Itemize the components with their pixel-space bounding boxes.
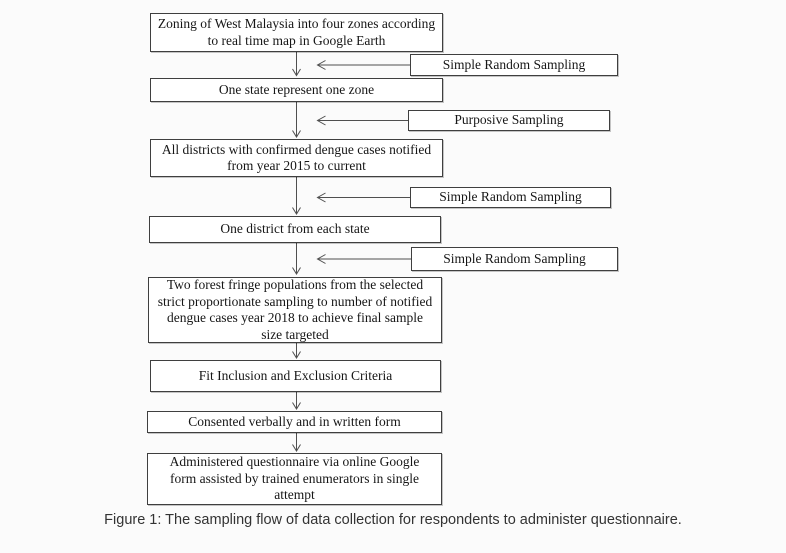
- side-node-purposive-sampling: Purposive Sampling: [408, 110, 610, 131]
- flow-node-consent: Consented verbally and in written form: [147, 411, 442, 433]
- left-arrow-simple-random-sampling-3: [316, 254, 411, 264]
- flow-node-one-district: One district from each state: [149, 216, 441, 243]
- side-node-simple-random-sampling-2: Simple Random Sampling: [410, 187, 611, 208]
- flow-node-one-state: One state represent one zone: [150, 78, 443, 102]
- down-arrow-7: [292, 433, 301, 452]
- flow-node-questionnaire: Administered questionnaire via online Go…: [147, 453, 442, 505]
- down-arrow-2: [292, 102, 301, 138]
- down-arrow-6: [292, 392, 301, 410]
- flow-node-zoning: Zoning of West Malaysia into four zones …: [150, 13, 443, 52]
- down-arrow-1: [292, 52, 301, 77]
- left-arrow-simple-random-sampling-2: [316, 192, 410, 203]
- left-arrow-purposive-sampling: [316, 115, 408, 126]
- flow-node-forest-fringe-populations: Two forest fringe populations from the s…: [148, 277, 442, 343]
- side-node-simple-random-sampling-3: Simple Random Sampling: [411, 247, 618, 271]
- flow-node-all-districts: All districts with confirmed dengue case…: [150, 139, 443, 177]
- side-node-simple-random-sampling-1: Simple Random Sampling: [410, 54, 618, 76]
- flow-node-inclusion-exclusion: Fit Inclusion and Exclusion Criteria: [150, 360, 441, 392]
- down-arrow-5: [292, 343, 301, 359]
- left-arrow-simple-random-sampling-1: [316, 60, 410, 70]
- figure-caption: Figure 1: The sampling flow of data coll…: [104, 512, 682, 528]
- down-arrow-3: [292, 177, 301, 215]
- down-arrow-4: [292, 243, 301, 275]
